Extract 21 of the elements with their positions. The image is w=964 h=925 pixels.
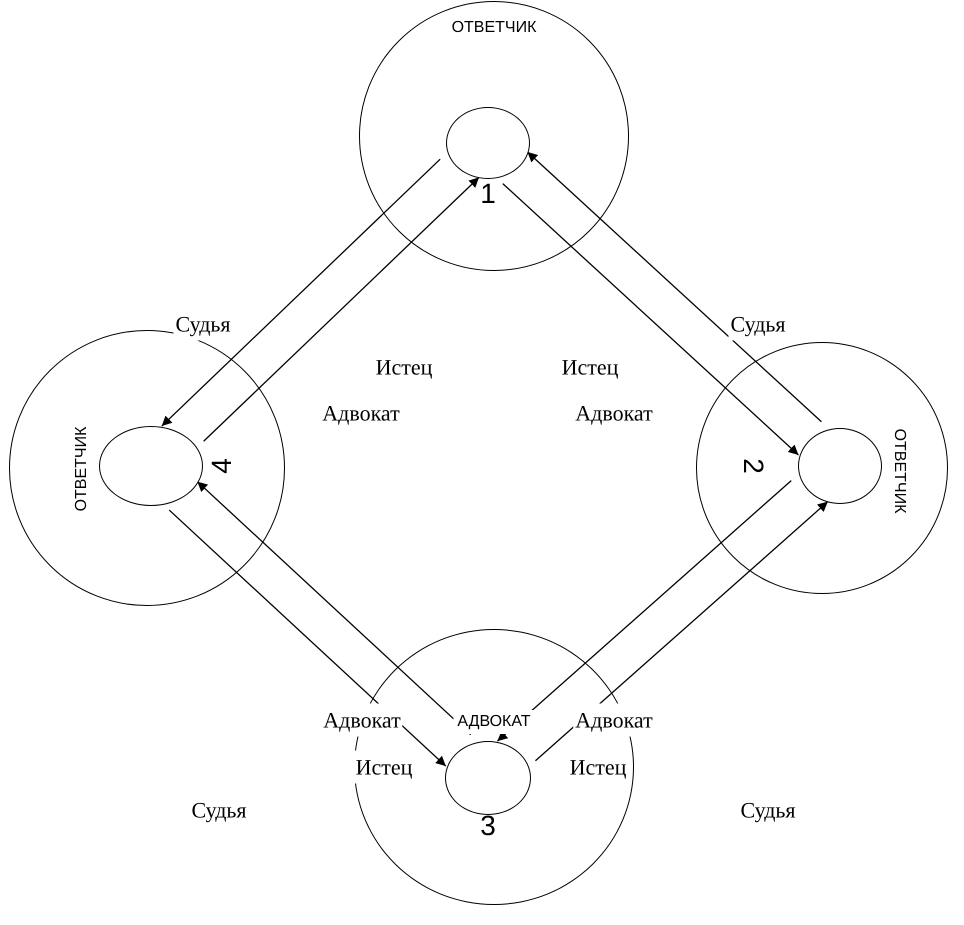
position-number: 3 (480, 812, 496, 840)
arrow (196, 481, 472, 736)
role-circle (696, 342, 948, 594)
role-label: АДВОКАТ (453, 710, 535, 734)
role-text: Адвокат (573, 704, 655, 736)
arrow (203, 176, 480, 442)
arrow (161, 158, 441, 426)
arrow (526, 151, 822, 422)
arrow (496, 480, 792, 742)
position-number: 4 (208, 458, 236, 474)
role-label: ОТВЕТЧИК (450, 18, 538, 38)
role-text: Истец (354, 750, 414, 784)
position-number: 2 (739, 458, 767, 474)
arrow (502, 183, 799, 456)
role-label: ОТВЕТЧИК (890, 428, 909, 514)
role-circle (359, 1, 629, 271)
role-text: Адвокат (321, 704, 403, 736)
role-label: ОТВЕТЧИК (72, 426, 91, 512)
arrow (535, 501, 828, 762)
arrow (168, 510, 446, 767)
position-number: 1 (480, 180, 496, 208)
